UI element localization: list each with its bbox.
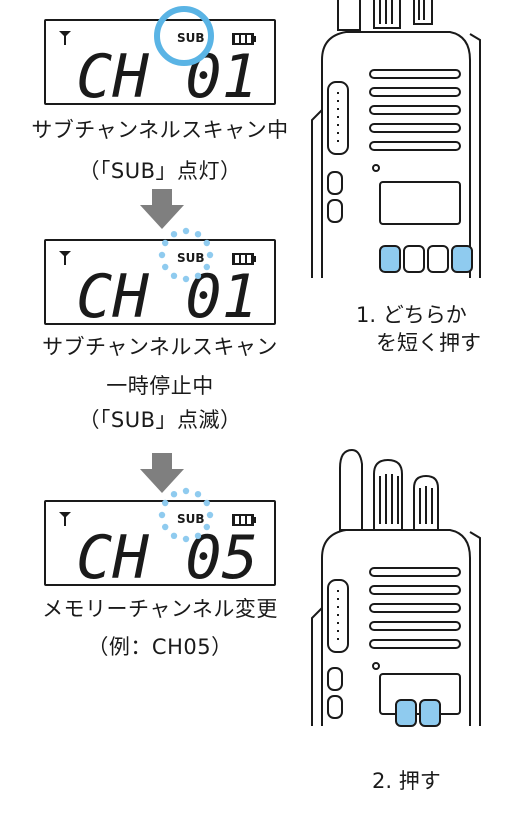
caption-1-line-2: （「SUB」点灯） <box>78 159 242 183</box>
channel-readout: CH 05 <box>76 523 258 582</box>
channel-text: CH 01 <box>76 262 258 321</box>
lcd-display-scanning: SUB CH 01 <box>44 19 276 105</box>
step-1-line-1: 1. どちらか <box>356 303 467 327</box>
antenna-icon <box>59 251 71 265</box>
channel-readout: CH 01 <box>76 262 258 321</box>
battery-icon <box>232 33 256 45</box>
antenna-icon <box>59 512 71 526</box>
caption-2-line-1: サブチャンネルスキャン <box>42 335 278 359</box>
sub-indicator: SUB <box>177 512 205 526</box>
lcd-display-paused: SUB CH 01 <box>44 239 276 325</box>
caption-1-line-1: サブチャンネルスキャン中 <box>31 118 289 142</box>
down-arrow-icon <box>140 189 184 229</box>
battery-icon <box>232 253 256 265</box>
channel-readout: CH 01 <box>76 42 258 101</box>
down-arrow-icon <box>140 453 184 493</box>
radio-illustration-1 <box>311 0 481 278</box>
channel-text: CH 01 <box>76 42 258 101</box>
caption-2-line-2: 一時停止中 <box>106 374 214 398</box>
caption-2-line-3: （「SUB」点滅） <box>78 408 242 432</box>
step-1-line-2: を短く押す <box>376 331 481 355</box>
battery-icon <box>232 514 256 526</box>
step-2-line-1: 2. 押す <box>372 769 441 793</box>
antenna-icon <box>59 31 71 45</box>
caption-3-line-2: （例：CH05） <box>87 635 233 659</box>
lcd-display-channel-changed: SUB CH 05 <box>44 500 276 586</box>
channel-text: CH 05 <box>76 523 258 582</box>
sub-indicator: SUB <box>177 251 205 265</box>
radio-illustration-2 <box>311 448 481 727</box>
caption-3-line-1: メモリーチャンネル変更 <box>42 597 278 621</box>
